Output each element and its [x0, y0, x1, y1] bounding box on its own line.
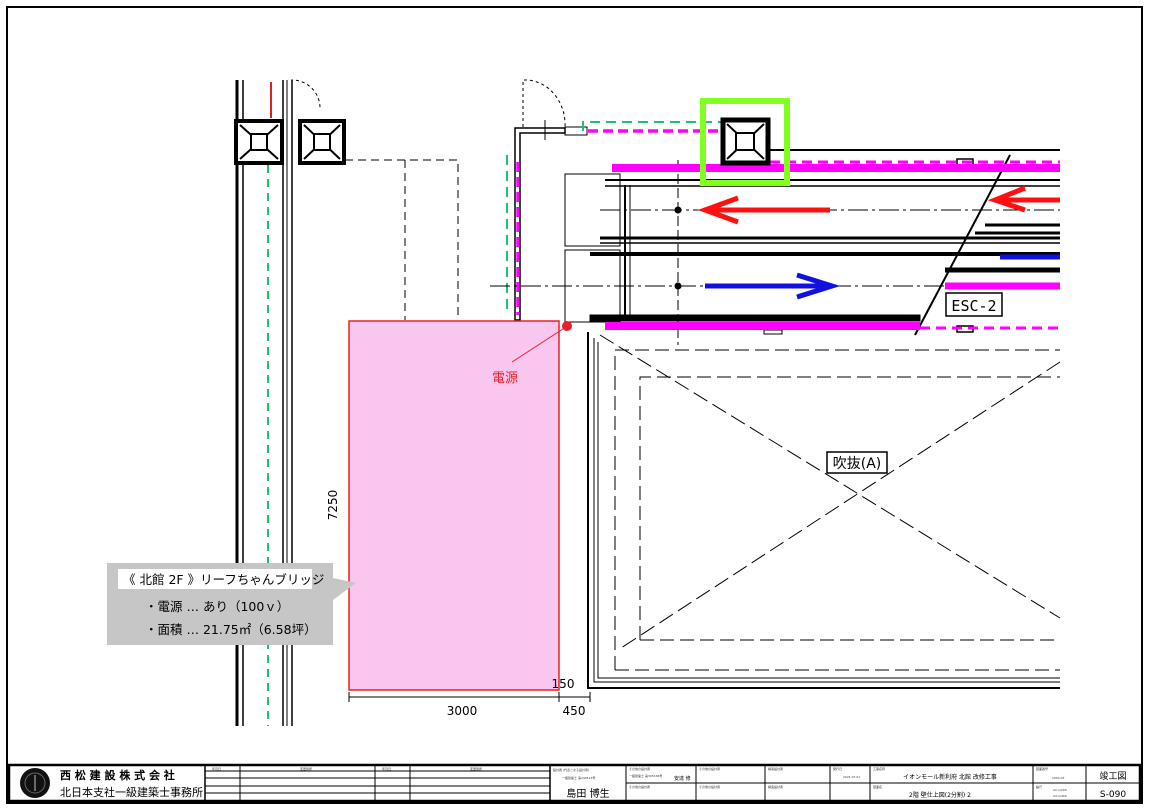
atrium-outline	[587, 332, 1061, 689]
dimension-height: 7250	[326, 490, 340, 521]
drawing-no: 1904.03	[1052, 776, 1064, 780]
svg-text:吹抜(A): 吹抜(A)	[833, 456, 882, 472]
company-logo	[20, 768, 50, 798]
issue-date: 2021.07.01	[843, 775, 860, 779]
sheet-number: S-090	[1100, 790, 1126, 800]
scale-label: 縮尺	[1036, 784, 1042, 789]
power-source-label: 電源	[492, 371, 518, 386]
dimension-offset-right: 450	[563, 704, 586, 718]
structural-designer-label: 構造設計者	[768, 766, 783, 771]
sheet-border	[6, 6, 1143, 804]
dimension-offset-small: 150	[552, 677, 575, 691]
power-leader-line	[511, 326, 567, 363]
project-name: イオンモール新利府 北館 改修工事	[903, 773, 997, 781]
structural-designer-label-2: 構造設計者	[768, 784, 783, 789]
company-name: 西 松 建 設 株 式 会 社	[60, 768, 175, 782]
scale-a1: A1:1/200	[1053, 788, 1067, 792]
other-designer-label: その他の設計者	[629, 766, 650, 771]
designer-name: 島田 博生	[566, 787, 609, 800]
other-designer-label-4: その他の設計者	[699, 784, 720, 789]
column-left-1	[234, 119, 284, 165]
title-block	[7, 763, 1142, 803]
down-direction-arrow	[697, 185, 1060, 225]
date-label: 発行日	[833, 766, 842, 771]
drawing-status: 竣工図	[1099, 770, 1126, 782]
other-designer-license: 一級建築士 第305336号	[629, 773, 662, 778]
svg-text:ESC-2: ESC-2	[951, 297, 996, 315]
column-left-2	[298, 119, 346, 165]
callout-area-line: ・面積 … 21.75㎡（6.58坪）	[145, 622, 317, 637]
scale-a3: A3:1/400	[1053, 794, 1067, 798]
callout-title: 《 北館 2F 》リーフちゃんブリッジ	[123, 572, 324, 587]
other-designer-label-3: その他の設計者	[699, 766, 720, 771]
column-highlight-marker	[700, 98, 790, 186]
bridge-area-highlight	[348, 320, 560, 691]
up-direction-arrow	[705, 254, 1060, 300]
revision-date-header: 年月日	[382, 766, 391, 771]
escalator-esc-2	[490, 149, 1060, 345]
callout-power-line: ・電源 … あり（100ｖ）	[145, 599, 289, 614]
dimension-lines	[348, 692, 591, 702]
esc-2-label: ESC-2	[945, 292, 1003, 317]
drawing-name: 2階 壁仕上図(2分割) 2	[909, 791, 971, 799]
designer-label: 設計者 (代表となる設計者)	[553, 767, 589, 772]
designer-license: 一級建築士 第240513号	[562, 775, 595, 780]
project-label: 工事名称	[873, 766, 885, 771]
revision-change-header: 変更箇所	[470, 766, 482, 771]
other-designer-name: 安達 修	[674, 775, 691, 782]
drawing-name-label: 図面名	[873, 784, 882, 789]
revision-date-header: 年月日	[212, 766, 221, 771]
dashed-outline	[345, 159, 459, 320]
magenta-finish-lines	[605, 160, 1060, 330]
drawing-no-label: 図面番号	[1036, 766, 1048, 771]
atrium-label: 吹抜(A)	[826, 451, 888, 474]
dimension-width: 3000	[447, 704, 478, 718]
revision-change-header: 変更箇所	[300, 766, 312, 771]
office-name: 北日本支社一級建築士事務所	[60, 785, 203, 799]
power-outlet-marker	[562, 321, 572, 331]
other-designer-label-2: その他の設計者	[629, 784, 650, 789]
door-and-wall	[506, 79, 722, 321]
info-callout: 《 北館 2F 》リーフちゃんブリッジ ・電源 … あり（100ｖ） ・面積 ……	[107, 563, 356, 645]
